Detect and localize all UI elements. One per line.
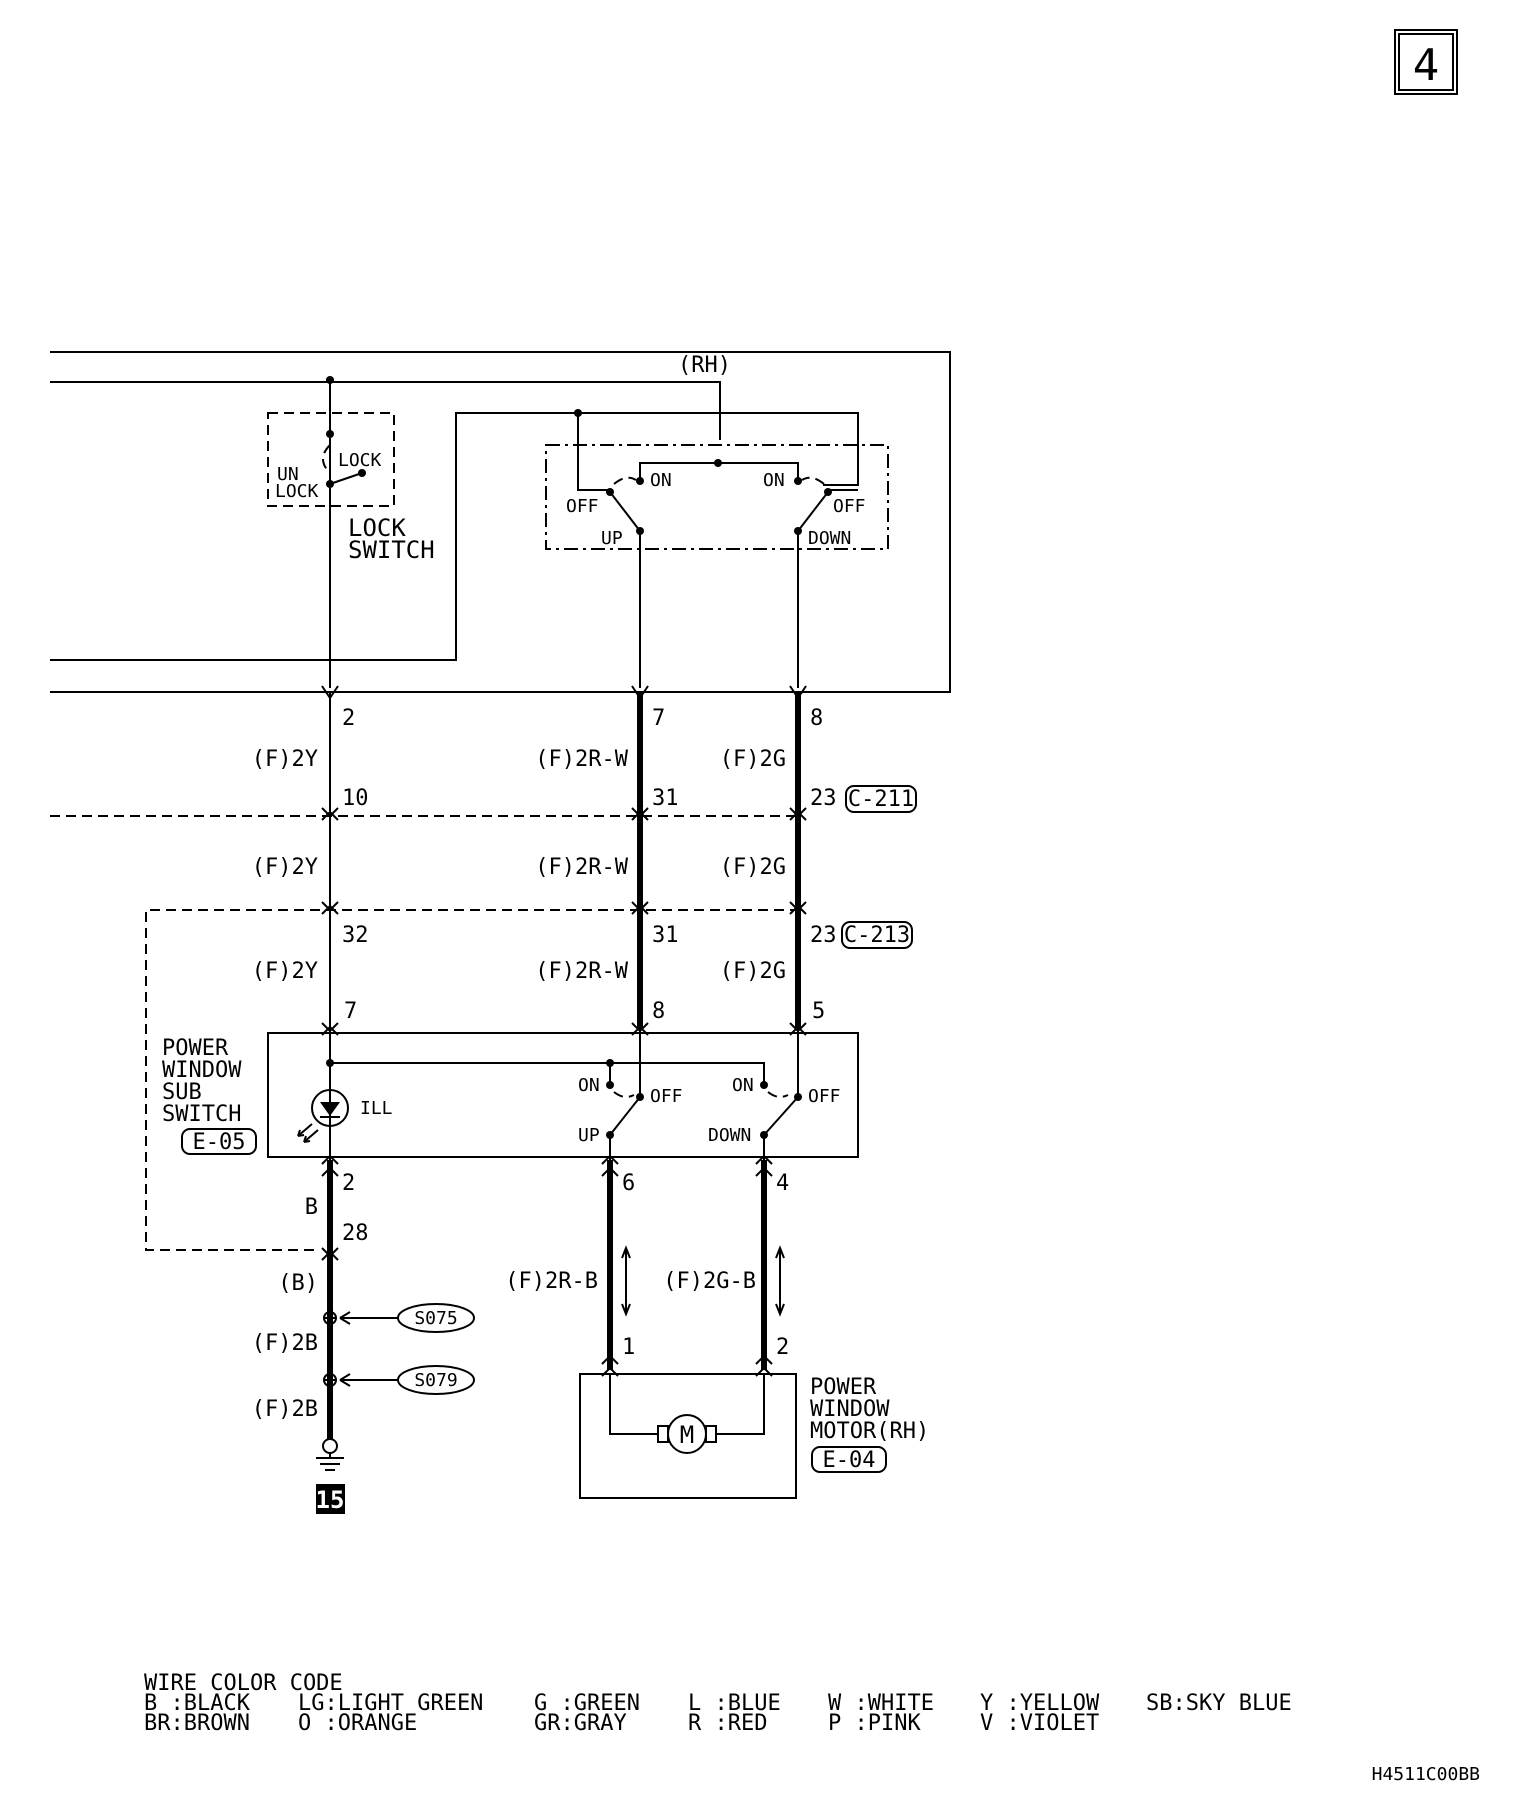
wire-label-r2-3: (F)2G xyxy=(720,855,786,880)
page-number: 4 xyxy=(1413,40,1440,91)
motor-symbol: M xyxy=(680,1421,694,1449)
ill-label: ILL xyxy=(360,1098,393,1119)
c213-pin-1: 32 xyxy=(342,923,369,948)
c213-pin-3: 23 xyxy=(810,923,837,948)
main-switch-rh: ON ON OFF OFF UP DOWN xyxy=(545,409,889,688)
sub-pin-bottom-1: 2 xyxy=(342,1171,355,1196)
sub-switch-name-1: POWER xyxy=(162,1036,229,1061)
pin-top-3: 8 xyxy=(810,706,823,731)
legend-r1-1: B :BLACK xyxy=(144,1691,251,1716)
sub-down-label: DOWN xyxy=(708,1125,751,1146)
motor-name-1: POWER xyxy=(810,1375,877,1400)
lock-label: LOCK xyxy=(338,450,382,471)
page-number-box: 4 xyxy=(1394,29,1458,95)
legend-r1-2: LG:LIGHT GREEN xyxy=(298,1691,483,1716)
pin-top-2: 7 xyxy=(652,706,665,731)
legend-r1-3: G :GREEN xyxy=(534,1691,640,1716)
motor-pin-2: 2 xyxy=(776,1335,789,1360)
main-up-label: UP xyxy=(601,528,623,549)
motor-icon: M xyxy=(657,1414,717,1454)
figure-code: H4511C00BB xyxy=(1372,1764,1480,1785)
connector-e05: E-05 xyxy=(193,1130,246,1155)
motor-name-3: MOTOR(RH) xyxy=(810,1419,929,1444)
connector-e04: E-04 xyxy=(823,1448,876,1473)
wire-label-r1-3: (F)2G xyxy=(720,747,786,772)
wire-label-r1-1: (F)2Y xyxy=(252,747,318,772)
ground-wire-3: (F)2B xyxy=(252,1397,318,1422)
sub-switch-name-3: SUB xyxy=(162,1080,202,1105)
bidirectional-arrow-icon xyxy=(775,1245,785,1317)
sub-up-label: UP xyxy=(578,1125,600,1146)
main-down-label: DOWN xyxy=(808,528,851,549)
motor-circuit: (F)2R-B (F)2G-B 1 2 M POWER WINDOW MOTOR… xyxy=(505,1154,929,1499)
c211-pin-3: 23 xyxy=(810,786,837,811)
power-window-sub-switch: ILL ON OFF ON OFF UP DOWN POWER WINDOW S… xyxy=(162,1030,859,1196)
sub-off-left: OFF xyxy=(650,1086,683,1107)
wire-label-r1-2: (F)2R-W xyxy=(535,747,628,772)
ground-circuit: B 28 (B) S075 (F)2B S079 (F)2B 15 xyxy=(252,1154,475,1514)
legend-r1-7: SB:SKY BLUE xyxy=(1146,1691,1292,1716)
connector-c213: C-213 xyxy=(844,923,910,948)
ground-icon xyxy=(316,1438,344,1471)
wire-label-r2-2: (F)2R-W xyxy=(535,855,628,880)
lock-switch: UN LOCK LOCK LOCK SWITCH xyxy=(267,376,435,688)
unlock-label-1: UN xyxy=(277,464,299,485)
unlock-label-2: LOCK xyxy=(275,481,319,502)
c211-pin-1: 10 xyxy=(342,786,369,811)
main-off-right: OFF xyxy=(833,496,866,517)
motor-pin-1: 1 xyxy=(622,1335,635,1360)
wire-label-r3-2: (F)2R-W xyxy=(535,959,628,984)
ground-wire-color: B xyxy=(305,1195,318,1220)
pin-top-1: 2 xyxy=(342,706,355,731)
sub-pin-top-1: 7 xyxy=(344,999,357,1024)
connector-c211: C-211 xyxy=(848,787,914,812)
sub-switch-name-4: SWITCH xyxy=(162,1102,241,1127)
sub-on-right: ON xyxy=(732,1075,754,1096)
legend-r2-5: P :PINK xyxy=(828,1711,921,1736)
ground-wire-2: (F)2B xyxy=(252,1331,318,1356)
ground-point-number: 15 xyxy=(316,1486,345,1514)
c213-pin-2: 31 xyxy=(652,923,679,948)
harness-frame: (RH) xyxy=(50,351,951,693)
wire-label-r3-3: (F)2G xyxy=(720,959,786,984)
sub-pin-top-3: 5 xyxy=(812,999,825,1024)
main-on-left: ON xyxy=(650,470,672,491)
ground-pin: 28 xyxy=(342,1221,369,1246)
legend-r2-2: O :ORANGE xyxy=(298,1711,417,1736)
legend-r2-4: R :RED xyxy=(688,1711,767,1736)
main-off-left: OFF xyxy=(566,496,599,517)
wire-color-code-legend: WIRE COLOR CODE B :BLACK LG:LIGHT GREEN … xyxy=(144,1671,1292,1736)
legend-r2-6: V :VIOLET xyxy=(980,1711,1099,1736)
lock-switch-name-2: SWITCH xyxy=(348,536,435,564)
legend-r2-3: GR:GRAY xyxy=(534,1711,627,1736)
sub-on-left: ON xyxy=(578,1075,600,1096)
sub-off-right: OFF xyxy=(808,1086,841,1107)
sub-pin-top-2: 8 xyxy=(652,999,665,1024)
bidirectional-arrow-icon xyxy=(621,1245,631,1317)
legend-r2-1: BR:BROWN xyxy=(144,1711,250,1736)
motor-wire-label-2: (F)2G-B xyxy=(663,1269,756,1294)
main-on-right: ON xyxy=(763,470,785,491)
splice-s079: S079 xyxy=(414,1370,457,1391)
harness-wires: 2 7 8 (F)2Y (F)2R-W (F)2G 10 31 23 C-211… xyxy=(50,685,917,1251)
rh-label: (RH) xyxy=(678,353,731,378)
motor-wire-label-1: (F)2R-B xyxy=(505,1269,598,1294)
wire-label-r3-1: (F)2Y xyxy=(252,959,318,984)
c211-pin-2: 31 xyxy=(652,786,679,811)
motor-name-2: WINDOW xyxy=(810,1397,890,1422)
splice-s075: S075 xyxy=(414,1308,457,1329)
ground-wire-color2: (B) xyxy=(278,1271,318,1296)
sub-pin-bottom-3: 4 xyxy=(776,1171,789,1196)
wire-label-r2-1: (F)2Y xyxy=(252,855,318,880)
lock-switch-name-1: LOCK xyxy=(348,514,406,542)
sub-pin-bottom-2: 6 xyxy=(622,1171,635,1196)
sub-switch-name-2: WINDOW xyxy=(162,1058,242,1083)
legend-title: WIRE COLOR CODE xyxy=(144,1671,343,1696)
legend-r1-5: W :WHITE xyxy=(828,1691,934,1716)
legend-r1-6: Y :YELLOW xyxy=(980,1691,1100,1716)
illumination-led-icon xyxy=(297,1089,349,1143)
legend-r1-4: L :BLUE xyxy=(688,1691,781,1716)
